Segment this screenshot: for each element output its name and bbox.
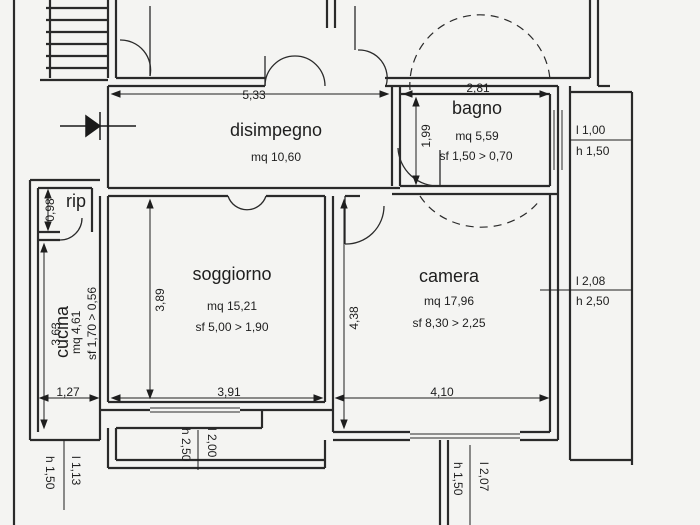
window-bagno-l: l 1,00 <box>576 123 606 137</box>
walls <box>12 0 634 525</box>
room-sf: sf 1,50 > 0,70 <box>439 149 512 163</box>
dim-soggiorno-height: 3,89 <box>153 288 167 312</box>
dim-camera-width: 4,10 <box>430 385 454 399</box>
dim-camera-height: 4,38 <box>347 306 361 330</box>
window-camera-side-l: l 2,08 <box>576 274 606 288</box>
room-sf: sf 5,00 > 1,90 <box>195 320 268 334</box>
room-area: mq 4,61 <box>69 310 83 354</box>
room-sf: sf 1,70 > 0,56 <box>85 287 99 360</box>
room-name: cucina <box>52 305 72 358</box>
room-sf: sf 8,30 > 2,25 <box>412 316 485 330</box>
dimension-lines <box>38 90 632 525</box>
dim-cucina-width: 1,27 <box>56 385 80 399</box>
dim-bagno-width: 2,81 <box>466 81 490 95</box>
room-name: bagno <box>452 98 502 118</box>
room-bagno: bagno mq 5,59 sf 1,50 > 0,70 <box>439 98 512 163</box>
room-disimpegno: disimpegno mq 10,60 <box>230 120 322 164</box>
window-soggiorno-l: l 2,00 <box>205 428 219 458</box>
windows <box>150 110 563 439</box>
door-swings <box>59 6 441 245</box>
dim-soggiorno-width: 3,91 <box>217 385 241 399</box>
dim-disimpegno-width: 5,33 <box>242 88 266 102</box>
room-camera: camera mq 17,96 sf 8,30 > 2,25 <box>412 266 485 330</box>
window-bagno-h: h 1,50 <box>576 144 610 158</box>
room-area: mq 17,96 <box>424 294 474 308</box>
window-cucina-l: l 1,13 <box>69 456 83 486</box>
room-area: mq 15,21 <box>207 299 257 313</box>
room-cucina: cucina mq 4,61 sf 1,70 > 0,56 <box>52 287 99 360</box>
room-name: soggiorno <box>192 264 271 284</box>
dim-cucina-height: 3,63 <box>49 322 63 346</box>
window-camera-side-h: h 2,50 <box>576 294 610 308</box>
dim-bagno-height: 1,99 <box>419 124 433 148</box>
window-camera-bottom-l: l 2,07 <box>477 462 491 492</box>
room-area: mq 10,60 <box>251 150 301 164</box>
room-name: camera <box>419 266 480 286</box>
dim-rip-height: 0,98 <box>43 198 57 222</box>
section-arrow <box>60 112 136 140</box>
window-camera-bottom-h: h 1,50 <box>451 462 465 496</box>
dimension-labels: 5,33 2,81 1,99 0,98 3,63 1,27 3,89 3,91 … <box>43 81 490 399</box>
room-soggiorno: soggiorno mq 15,21 sf 5,00 > 1,90 <box>192 264 271 334</box>
camera-circle-dashed <box>409 14 551 228</box>
room-name: disimpegno <box>230 120 322 140</box>
window-cucina-h: h 1,50 <box>43 456 57 490</box>
window-labels: l 1,00 h 1,50 l 2,08 h 2,50 l 2,00 h 2,5… <box>43 123 610 496</box>
room-area: mq 5,59 <box>455 129 499 143</box>
window-soggiorno-h: h 2,50 <box>179 428 193 462</box>
room-name: rip <box>66 191 86 211</box>
room-rip: rip <box>66 191 86 211</box>
